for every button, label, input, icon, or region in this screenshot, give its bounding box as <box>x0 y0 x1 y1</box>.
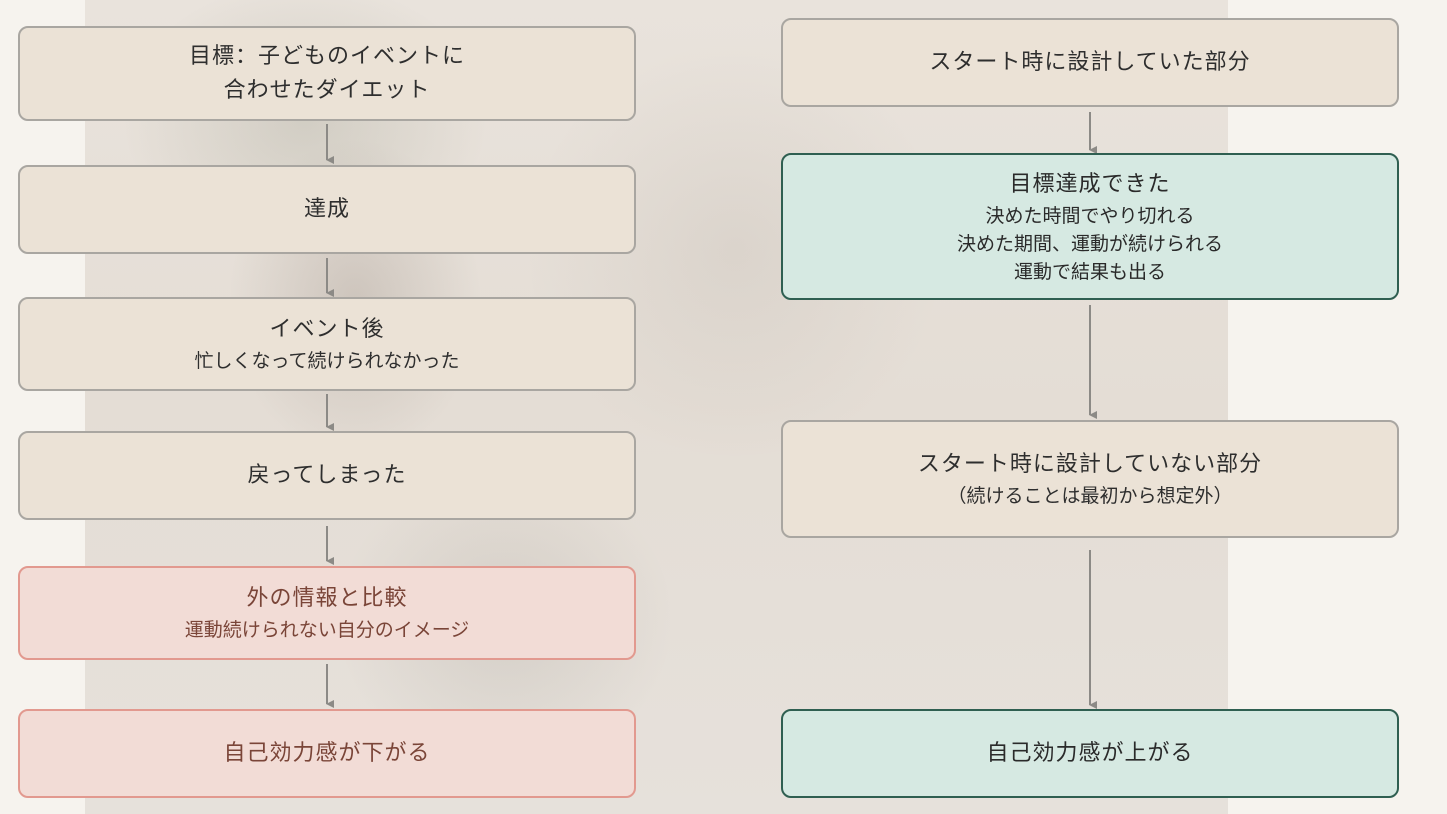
efficacy-up-box: 自己効力感が上がる <box>781 709 1399 798</box>
designed-title: スタート時に設計していた部分 <box>929 49 1251 75</box>
achieved-box: 達成 <box>18 165 636 254</box>
goal-achieved-line2: 決めた期間、運動が続けられる <box>956 232 1223 255</box>
after-event-sub: 忙しくなって続けられなかった <box>194 350 460 372</box>
compare-box: 外の情報と比較 運動続けられない自分のイメージ <box>18 566 636 660</box>
goal-box: 目標：子どものイベントに 合わせたダイエット <box>18 26 636 121</box>
goal-line2: 合わせたダイエット <box>223 77 431 103</box>
efficacy-down-title: 自己効力感が下がる <box>223 740 431 766</box>
goal-achieved-line1: 決めた時間でやり切れる <box>985 204 1195 227</box>
undesigned-box: スタート時に設計していない部分 （続けることは最初から想定外） <box>781 420 1399 538</box>
undesigned-title: スタート時に設計していない部分 <box>917 452 1263 477</box>
after-event-box: イベント後 忙しくなって続けられなかった <box>18 297 636 391</box>
efficacy-up-title: 自己効力感が上がる <box>986 740 1194 766</box>
relapse-box: 戻ってしまった <box>18 431 636 520</box>
relapse-title: 戻ってしまった <box>247 462 407 488</box>
compare-sub: 運動続けられない自分のイメージ <box>184 619 470 641</box>
efficacy-down-box: 自己効力感が下がる <box>18 709 636 798</box>
compare-title: 外の情報と比較 <box>246 586 408 611</box>
goal-line1: 目標：子どものイベントに <box>188 43 465 69</box>
background-photo <box>85 0 1228 814</box>
after-event-title: イベント後 <box>269 317 385 342</box>
designed-box: スタート時に設計していた部分 <box>781 18 1399 107</box>
goal-achieved-title: 目標達成できた <box>1009 171 1171 197</box>
goal-achieved-box: 目標達成できた 決めた時間でやり切れる 決めた期間、運動が続けられる 運動で結果… <box>781 153 1399 300</box>
achieved-title: 達成 <box>303 196 350 222</box>
undesigned-sub: （続けることは最初から想定外） <box>947 485 1233 507</box>
goal-achieved-line3: 運動で結果も出る <box>1013 260 1166 283</box>
